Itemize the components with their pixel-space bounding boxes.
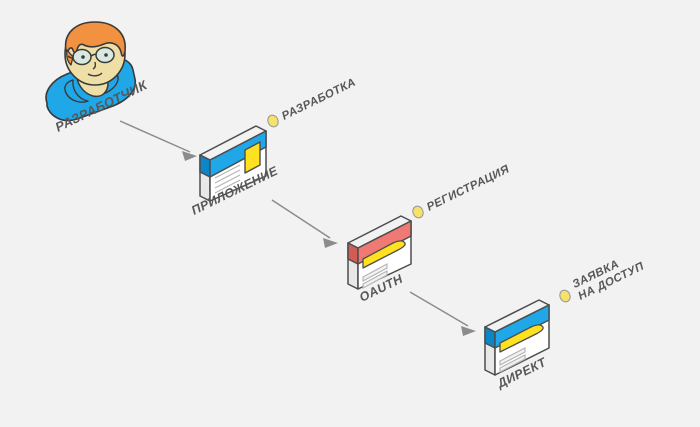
developer-avatar	[45, 21, 137, 122]
oauth-titlebar	[357, 220, 412, 265]
note-dot-icon	[267, 114, 279, 128]
note-dot-icon	[559, 289, 571, 303]
application-yellow-block	[244, 141, 261, 174]
oauth-text-lines	[362, 262, 388, 290]
direct-titlebar	[494, 304, 550, 349]
arrow-application-to-oauth	[271, 199, 338, 248]
node-oauth[interactable]	[347, 215, 412, 290]
node-application[interactable]	[199, 125, 267, 202]
node-direct[interactable]	[484, 299, 550, 376]
arrow-developer-to-application	[119, 120, 197, 161]
oauth-yellow-accent	[362, 240, 406, 269]
note-dot-icon	[412, 205, 424, 219]
direct-text-lines	[499, 347, 526, 373]
arrow-oauth-to-direct	[409, 291, 476, 336]
application-titlebar	[209, 130, 267, 178]
direct-yellow-accent	[499, 324, 544, 353]
application-text-lines	[214, 164, 241, 194]
